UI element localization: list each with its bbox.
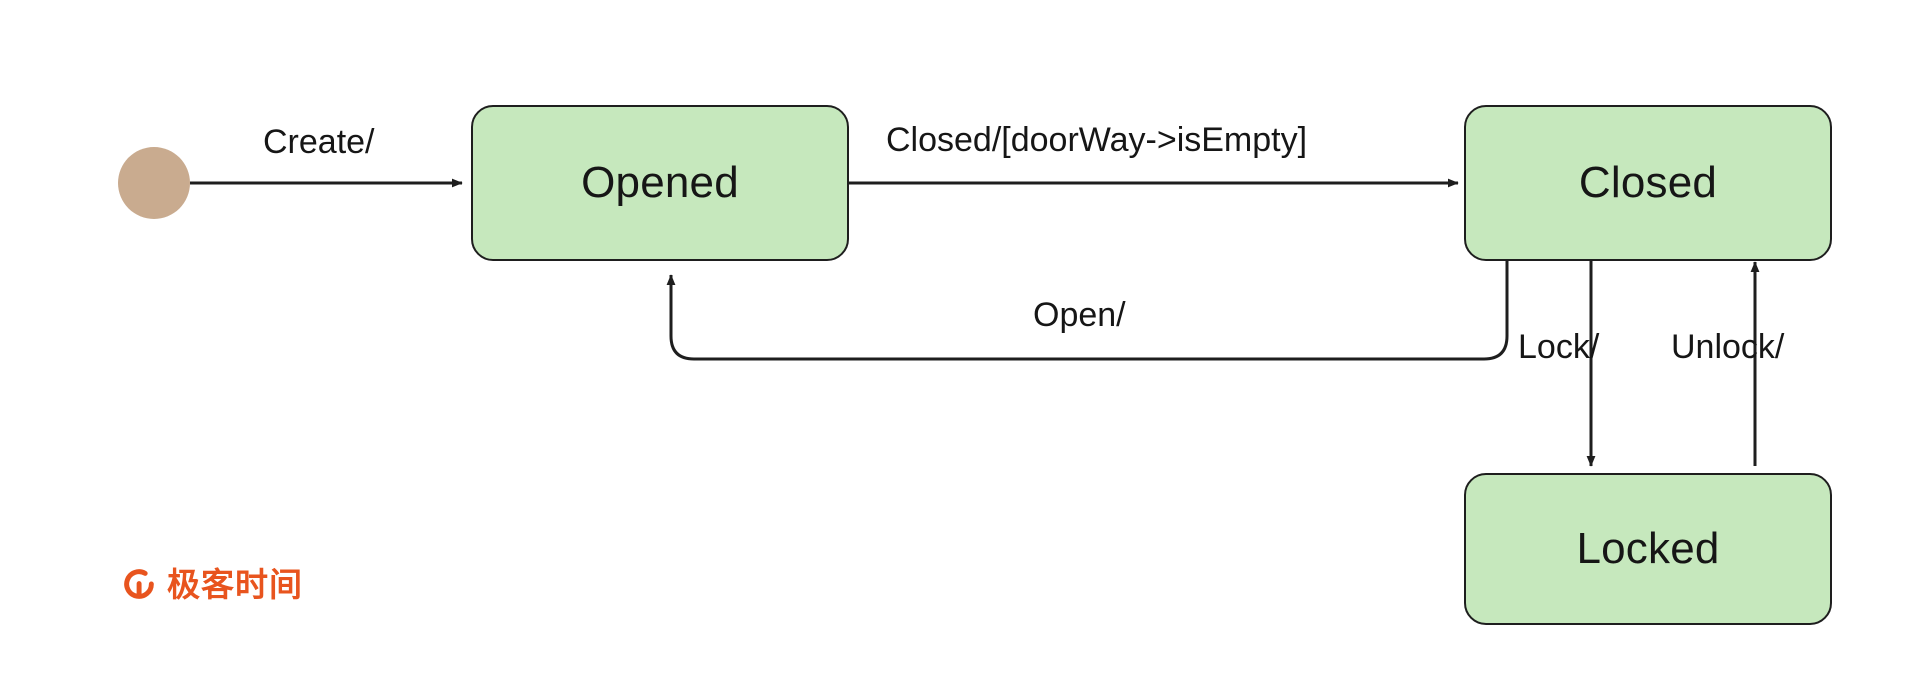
- edge-label-create: Create/: [263, 123, 375, 161]
- state-opened-label: Opened: [581, 158, 739, 207]
- state-locked[interactable]: Locked: [1464, 473, 1832, 625]
- watermark: 极客时间: [120, 565, 303, 603]
- geektime-logo-icon: [120, 565, 158, 603]
- state-locked-label: Locked: [1576, 524, 1720, 573]
- edge-label-close: Closed/[doorWay->isEmpty]: [886, 121, 1308, 159]
- state-opened[interactable]: Opened: [471, 105, 849, 261]
- edge-label-lock: Lock/: [1518, 328, 1600, 366]
- initial-state-node[interactable]: [118, 147, 190, 219]
- watermark-label: 极客时间: [167, 565, 303, 603]
- state-closed-label: Closed: [1578, 158, 1718, 207]
- edge-label-unlock: Unlock/: [1671, 328, 1785, 366]
- edge-label-open: Open/: [1033, 296, 1126, 334]
- state-closed[interactable]: Closed: [1464, 105, 1832, 261]
- edge-open: [666, 256, 1509, 361]
